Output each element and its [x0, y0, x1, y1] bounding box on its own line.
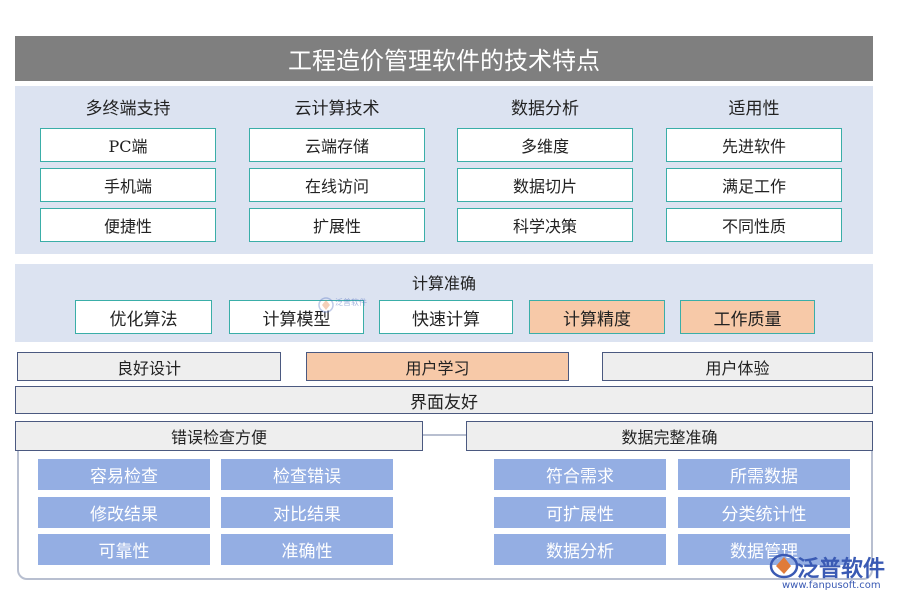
feature-box: 在线访问	[249, 168, 425, 202]
category-item: 可扩展性	[494, 497, 666, 528]
feature-box: 扩展性	[249, 208, 425, 242]
column-heading-multi-terminal: 多终端支持	[85, 98, 171, 119]
watermark-text: 泛普软件	[335, 298, 367, 307]
interface-bar: 界面友好	[15, 386, 873, 414]
accuracy-box-highlight: 工作质量	[680, 300, 815, 334]
feature-box: 数据切片	[457, 168, 633, 202]
category-item: 检查错误	[221, 459, 393, 490]
logo-name: 泛普软件	[797, 557, 886, 582]
feature-box: 科学决策	[457, 208, 633, 242]
column-heading-cloud: 云计算技术	[294, 98, 380, 119]
logo-icon	[769, 553, 799, 579]
feature-box: PC端	[40, 128, 216, 162]
category-item: 对比结果	[221, 497, 393, 528]
accuracy-box: 快速计算	[379, 300, 513, 334]
ux-box: 用户体验	[602, 352, 873, 381]
category-item: 容易检查	[38, 459, 210, 490]
accuracy-box: 计算模型	[229, 300, 364, 334]
category-item: 符合需求	[494, 459, 666, 490]
category-item: 数据分析	[494, 534, 666, 565]
feature-box: 先进软件	[666, 128, 842, 162]
category-item: 可靠性	[38, 534, 210, 565]
watermark-icon	[318, 297, 334, 313]
ux-box: 良好设计	[17, 352, 281, 381]
connector-line	[423, 434, 466, 436]
feature-box: 多维度	[457, 128, 633, 162]
category-heading-error-check: 错误检查方便	[15, 421, 423, 451]
feature-box: 便捷性	[40, 208, 216, 242]
logo-url: www.fanpusoft.com	[782, 580, 881, 591]
category-item: 分类统计性	[678, 497, 850, 528]
category-item: 所需数据	[678, 459, 850, 490]
accuracy-box-highlight: 计算精度	[529, 300, 665, 334]
column-heading-applicability: 适用性	[728, 98, 780, 119]
category-heading-data-integrity: 数据完整准确	[466, 421, 873, 451]
feature-box: 满足工作	[666, 168, 842, 202]
category-item: 修改结果	[38, 497, 210, 528]
feature-box: 手机端	[40, 168, 216, 202]
category-item: 数据管理	[678, 534, 850, 565]
category-item: 准确性	[221, 534, 393, 565]
ux-box-highlight: 用户学习	[306, 352, 569, 381]
accuracy-box: 优化算法	[75, 300, 212, 334]
column-heading-data-analysis: 数据分析	[511, 98, 579, 119]
feature-box: 云端存储	[249, 128, 425, 162]
accuracy-heading: 计算准确	[411, 274, 476, 293]
diagram-title: 工程造价管理软件的技术特点	[15, 36, 873, 81]
feature-box: 不同性质	[666, 208, 842, 242]
